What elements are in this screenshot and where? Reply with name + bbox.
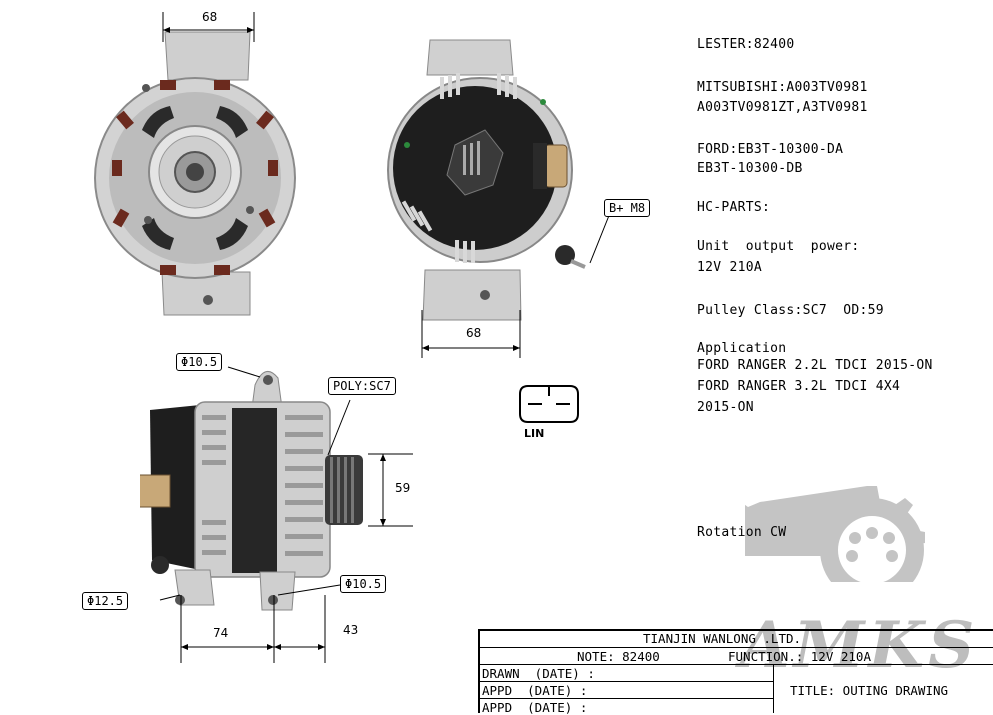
title-block-title: TITLE: OUTING DRAWING <box>790 683 949 698</box>
spec-lester: LESTER:82400 <box>697 37 795 52</box>
title-block-drawn: DRAWN (DATE) : <box>482 666 595 681</box>
title-block-company: TIANJIN WANLONG .LTD. <box>643 631 802 646</box>
spec-pulley: Pulley Class:SC7 OD:59 <box>697 303 884 318</box>
alternator-side-view <box>140 370 363 611</box>
spec-application-3: 2015-ON <box>697 400 754 415</box>
hole-right-callout: Φ10.5 <box>340 575 387 593</box>
title-block-border-top <box>478 629 993 631</box>
spec-output-value: 12V 210A <box>697 260 763 275</box>
hole-top-callout: Φ10.5 <box>176 353 223 371</box>
lin-connector-icon <box>519 385 579 423</box>
spec-ford-1: FORD:EB3T-10300-DA <box>697 142 844 157</box>
title-block-row-4 <box>478 698 773 699</box>
watermark-gear-icon <box>745 486 990 628</box>
title-block-appd-1: APPD (DATE) : <box>482 683 588 698</box>
front-width-dimension-line <box>162 12 255 42</box>
title-block-row-2 <box>478 664 993 665</box>
hole-left-callout: Φ12.5 <box>82 592 129 610</box>
spec-output-label: Unit output power: <box>697 239 860 254</box>
mount-spacing-dimension-line <box>180 595 326 663</box>
spec-rotation: Rotation CW <box>697 525 787 540</box>
watermark-brand: AMKS <box>740 608 979 683</box>
rear-width-dimension-line <box>421 310 521 358</box>
spec-application-label: Application <box>697 341 787 356</box>
alternator-front-view <box>94 31 296 316</box>
side-callout-leaders <box>159 366 351 601</box>
title-block-divider <box>773 664 774 713</box>
spec-mitsubishi-1: MITSUBISHI:A003TV0981 <box>697 80 868 95</box>
alternator-rear-view <box>387 39 586 321</box>
pulley-od-dimension-line <box>368 453 413 527</box>
title-block-row-1 <box>478 647 993 648</box>
pulley-od-label: 59 <box>395 481 411 495</box>
front-width-label: 68 <box>202 10 218 24</box>
pulley-offset-label: 43 <box>343 623 359 637</box>
spec-hc-parts: HC-PARTS: <box>697 200 771 215</box>
terminal-callout-leader <box>589 212 611 264</box>
mount-spacing-label: 74 <box>213 626 229 640</box>
title-block-note: NOTE: 82400 <box>577 649 660 664</box>
title-block-border-left <box>478 629 480 713</box>
terminal-callout: B+ M8 <box>604 199 651 217</box>
title-block-appd-2: APPD (DATE) : <box>482 700 588 715</box>
spec-application-1: FORD RANGER 2.2L TDCI 2015-ON <box>697 358 933 373</box>
spec-ford-2: EB3T-10300-DB <box>697 161 803 176</box>
lin-connector-label: LIN <box>524 427 545 440</box>
spec-application-2: FORD RANGER 3.2L TDCI 4X4 <box>697 379 901 394</box>
poly-callout: POLY:SC7 <box>328 377 396 395</box>
title-block-row-3 <box>478 681 773 682</box>
spec-mitsubishi-2: A003TV0981ZT,A3TV0981 <box>697 100 868 115</box>
rear-width-label: 68 <box>466 326 482 340</box>
title-block-function: FUNCTION.: 12V 210A <box>728 649 871 664</box>
